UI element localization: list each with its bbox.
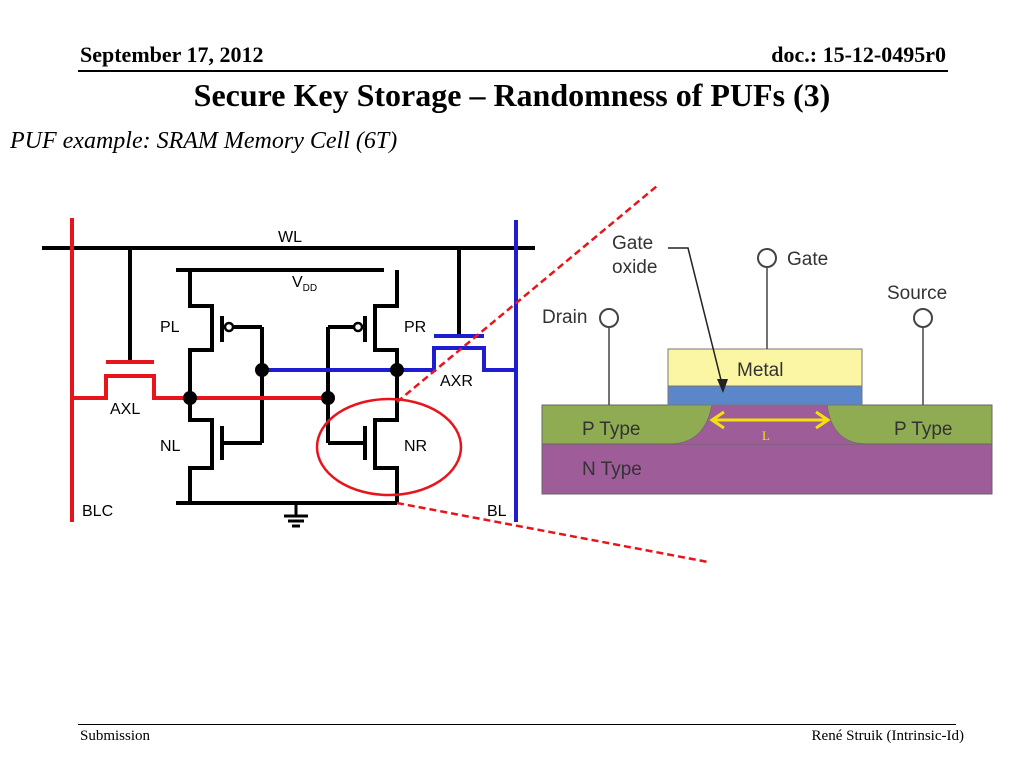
pr-transistor <box>373 270 399 370</box>
slide-subtitle: PUF example: SRAM Memory Cell (6T) <box>10 128 398 154</box>
axl-transistor <box>72 374 190 400</box>
gate-oxide-label-line1: Gate <box>612 233 653 254</box>
bl-label: BL <box>487 503 507 520</box>
drain-terminal <box>599 308 619 328</box>
metal-label: Metal <box>737 360 783 381</box>
zoom-lines <box>396 185 709 564</box>
nr-highlight-ellipse <box>315 397 463 497</box>
slide-title: Secure Key Storage – Randomness of PUFs … <box>193 77 831 113</box>
circuit-labels: WL VDD PL PR NL NR AXL AXR BLC BL <box>82 229 507 520</box>
mosfet-labels: Gate oxide Gate Source Drain Metal P Typ… <box>542 233 952 480</box>
header-doc-number: doc.: 15-12-0495r0 <box>771 42 946 67</box>
blc-label: BLC <box>82 503 113 520</box>
gate-label: Gate <box>787 249 828 270</box>
nr-transistor <box>373 370 399 503</box>
vdd-label: VDD <box>292 274 317 294</box>
header-date: September 17, 2012 <box>80 42 264 67</box>
wl-label: WL <box>278 229 302 246</box>
header-rule <box>78 70 948 72</box>
pl-transistor <box>188 270 214 398</box>
gate-terminal <box>757 248 777 268</box>
metal-layer <box>667 348 863 387</box>
p-type-left-label: P Type <box>582 419 640 440</box>
axr-label: AXR <box>440 373 473 390</box>
p-type-right-label: P Type <box>894 419 952 440</box>
n-type-region <box>541 443 993 495</box>
footer-submission: Submission <box>80 728 151 744</box>
source-terminal <box>913 308 933 328</box>
channel-length-label: L <box>762 428 770 443</box>
pl-label: PL <box>160 319 180 336</box>
nr-label: NR <box>404 438 427 455</box>
nl-label: NL <box>160 438 181 455</box>
drain-label: Drain <box>542 307 587 328</box>
mosfet-cross-section <box>541 247 993 495</box>
n-type-label: N Type <box>582 459 642 480</box>
sram-cell-circuit <box>42 218 535 528</box>
footer-rule <box>78 724 956 725</box>
footer-author: René Struik (Intrinsic-Id) <box>811 728 964 744</box>
nl-transistor <box>188 398 214 503</box>
pr-label: PR <box>404 319 426 336</box>
axl-label: AXL <box>110 401 140 418</box>
gate-oxide-label-line2: oxide <box>612 257 657 278</box>
axr-transistor <box>397 346 516 372</box>
gate-oxide-layer <box>667 385 863 406</box>
source-label: Source <box>887 283 947 304</box>
